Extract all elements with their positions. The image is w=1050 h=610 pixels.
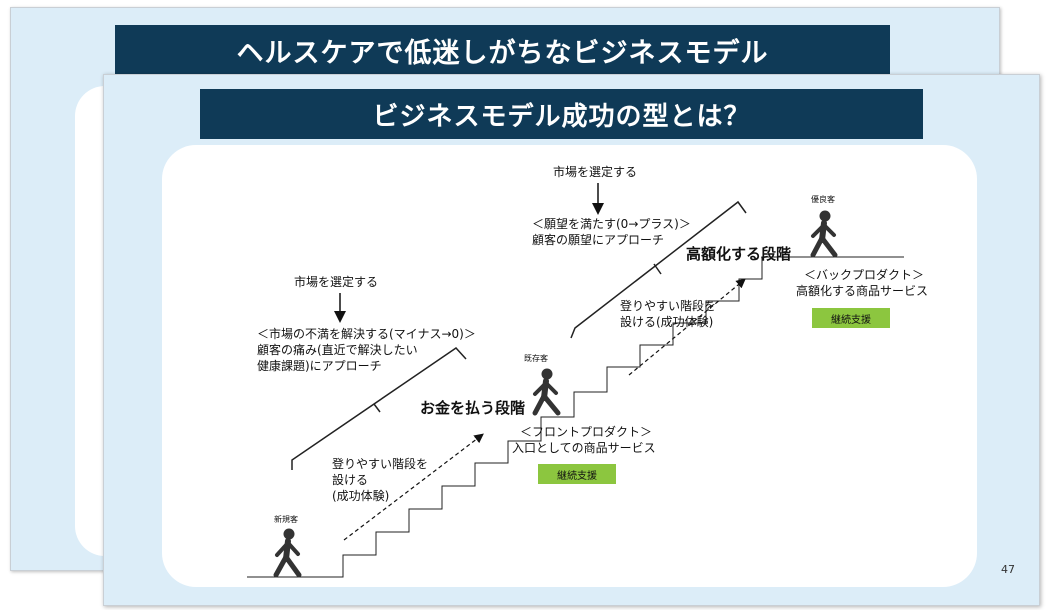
lower-market-line-3: 健康課題)にアプローチ <box>257 359 382 373</box>
lower-market-line-2: 顧客の痛み(直近で解決したい <box>257 343 418 357</box>
front-product-line-2: 入口としての商品サービス <box>512 441 656 455</box>
lower-steps-note-line-2: 設ける <box>332 473 369 487</box>
page-number: 47 <box>1001 563 1015 576</box>
front-product-line-1: ＜フロントプロダクト＞ <box>520 425 653 439</box>
new-customer-figure-icon <box>273 528 302 578</box>
existing-step-label: お金を払う段階 <box>420 399 526 417</box>
upper-market-line-1: ＜願望を満たす(0→プラス)＞ <box>532 217 691 231</box>
upper-dashed-arrow <box>628 278 746 376</box>
back-product-line-2: 高額化する商品サービス <box>796 284 929 298</box>
upper-bracket <box>570 200 747 339</box>
background-slide-title: ヘルスケアで低迷しがちなビジネスモデル <box>115 25 890 75</box>
staircase-line <box>247 256 904 578</box>
lower-steps-note-line-3: (成功体験) <box>332 489 390 503</box>
upper-steps-note-line-2: 設ける(成功体験) <box>620 315 714 329</box>
front-support-badge: 継続支援 <box>538 464 616 484</box>
content-panel <box>162 145 977 587</box>
front-slide: ビジネスモデル成功の型とは？ <box>103 74 1040 606</box>
existing-customer-figure-icon <box>532 368 561 416</box>
loyal-customer-figure-icon <box>810 210 838 258</box>
lower-dashed-arrow <box>343 433 484 541</box>
upper-market-heading: 市場を選定する <box>553 165 638 179</box>
loyal-customer-label: 優良客 <box>811 195 835 204</box>
staircase-diagram <box>247 183 904 578</box>
back-support-badge: 継続支援 <box>812 308 890 328</box>
loyal-step-label: 高額化する段階 <box>686 245 792 263</box>
lower-steps-note-line-1: 登りやすい階段を <box>332 457 429 471</box>
existing-customer-label: 既存客 <box>524 354 548 363</box>
slide-title: ビジネスモデル成功の型とは？ <box>200 89 923 139</box>
back-product-line-1: ＜バックプロダクト＞ <box>804 268 925 282</box>
lower-market-heading: 市場を選定する <box>294 275 379 289</box>
upper-steps-note-line-1: 登りやすい階段を <box>620 299 717 313</box>
upper-market-line-2: 顧客の願望にアプローチ <box>532 233 665 247</box>
lower-market-line-1: ＜市場の不満を解決する(マイナス→0)＞ <box>257 327 476 341</box>
new-customer-label: 新規客 <box>274 515 298 524</box>
